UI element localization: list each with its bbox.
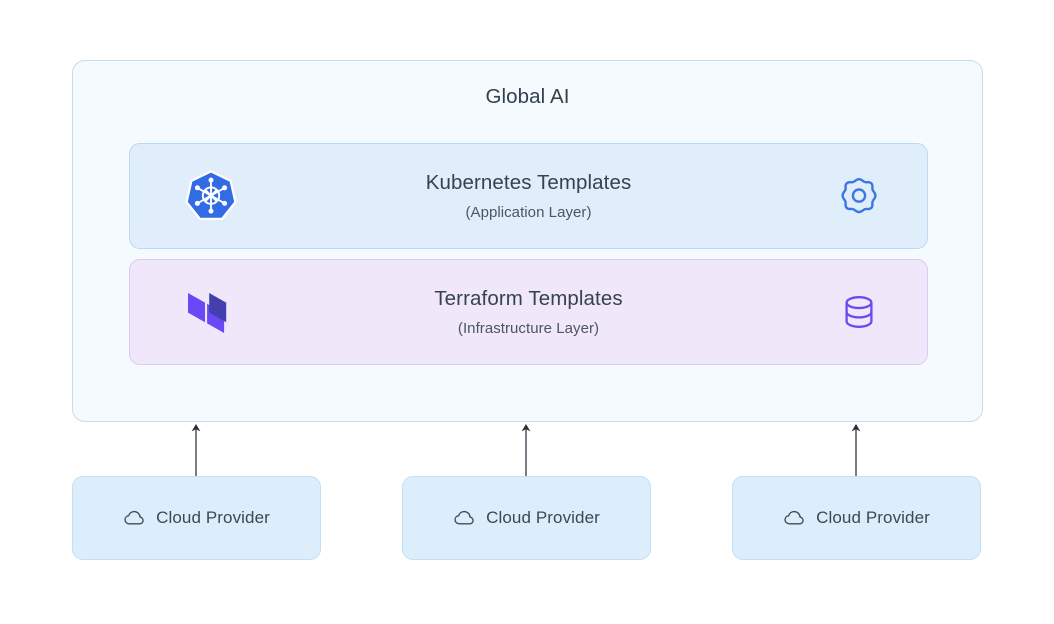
page-title: Global AI [485, 85, 570, 108]
layer-terraform[interactable]: Terraform Templates (Infrastructure Laye… [129, 259, 928, 365]
terraform-logo-icon [182, 283, 240, 341]
cloud-provider-box-2[interactable]: Cloud Provider [402, 476, 651, 560]
layer-terraform-text: Terraform Templates (Infrastructure Laye… [130, 260, 927, 364]
layer-terraform-subtitle: (Infrastructure Layer) [457, 320, 600, 337]
layer-kubernetes-title: Kubernetes Templates [425, 171, 632, 194]
layer-terraform-title: Terraform Templates [434, 287, 623, 310]
layer-kubernetes-text: Kubernetes Templates (Application Layer) [130, 144, 927, 248]
layer-kubernetes-subtitle: (Application Layer) [465, 204, 592, 221]
cloud-provider-box-3[interactable]: Cloud Provider [732, 476, 981, 560]
cloud-icon [784, 510, 804, 525]
connector-arrow-1 [189, 422, 203, 478]
cloud-icon [454, 510, 474, 525]
kubernetes-logo-icon [182, 167, 240, 225]
cloud-provider-label: Cloud Provider [816, 508, 930, 527]
cloud-provider-label: Cloud Provider [156, 508, 270, 527]
connector-arrow-2 [519, 422, 533, 478]
cloud-provider-box-1[interactable]: Cloud Provider [72, 476, 321, 560]
global-ai-platform-container: Global AI [72, 60, 983, 422]
connector-arrow-3 [849, 422, 863, 478]
cloud-icon [124, 510, 144, 525]
layer-kubernetes[interactable]: Kubernetes Templates (Application Layer) [129, 143, 928, 249]
cloud-provider-label: Cloud Provider [486, 508, 600, 527]
gear-icon[interactable] [837, 174, 881, 218]
database-icon[interactable] [837, 290, 881, 334]
